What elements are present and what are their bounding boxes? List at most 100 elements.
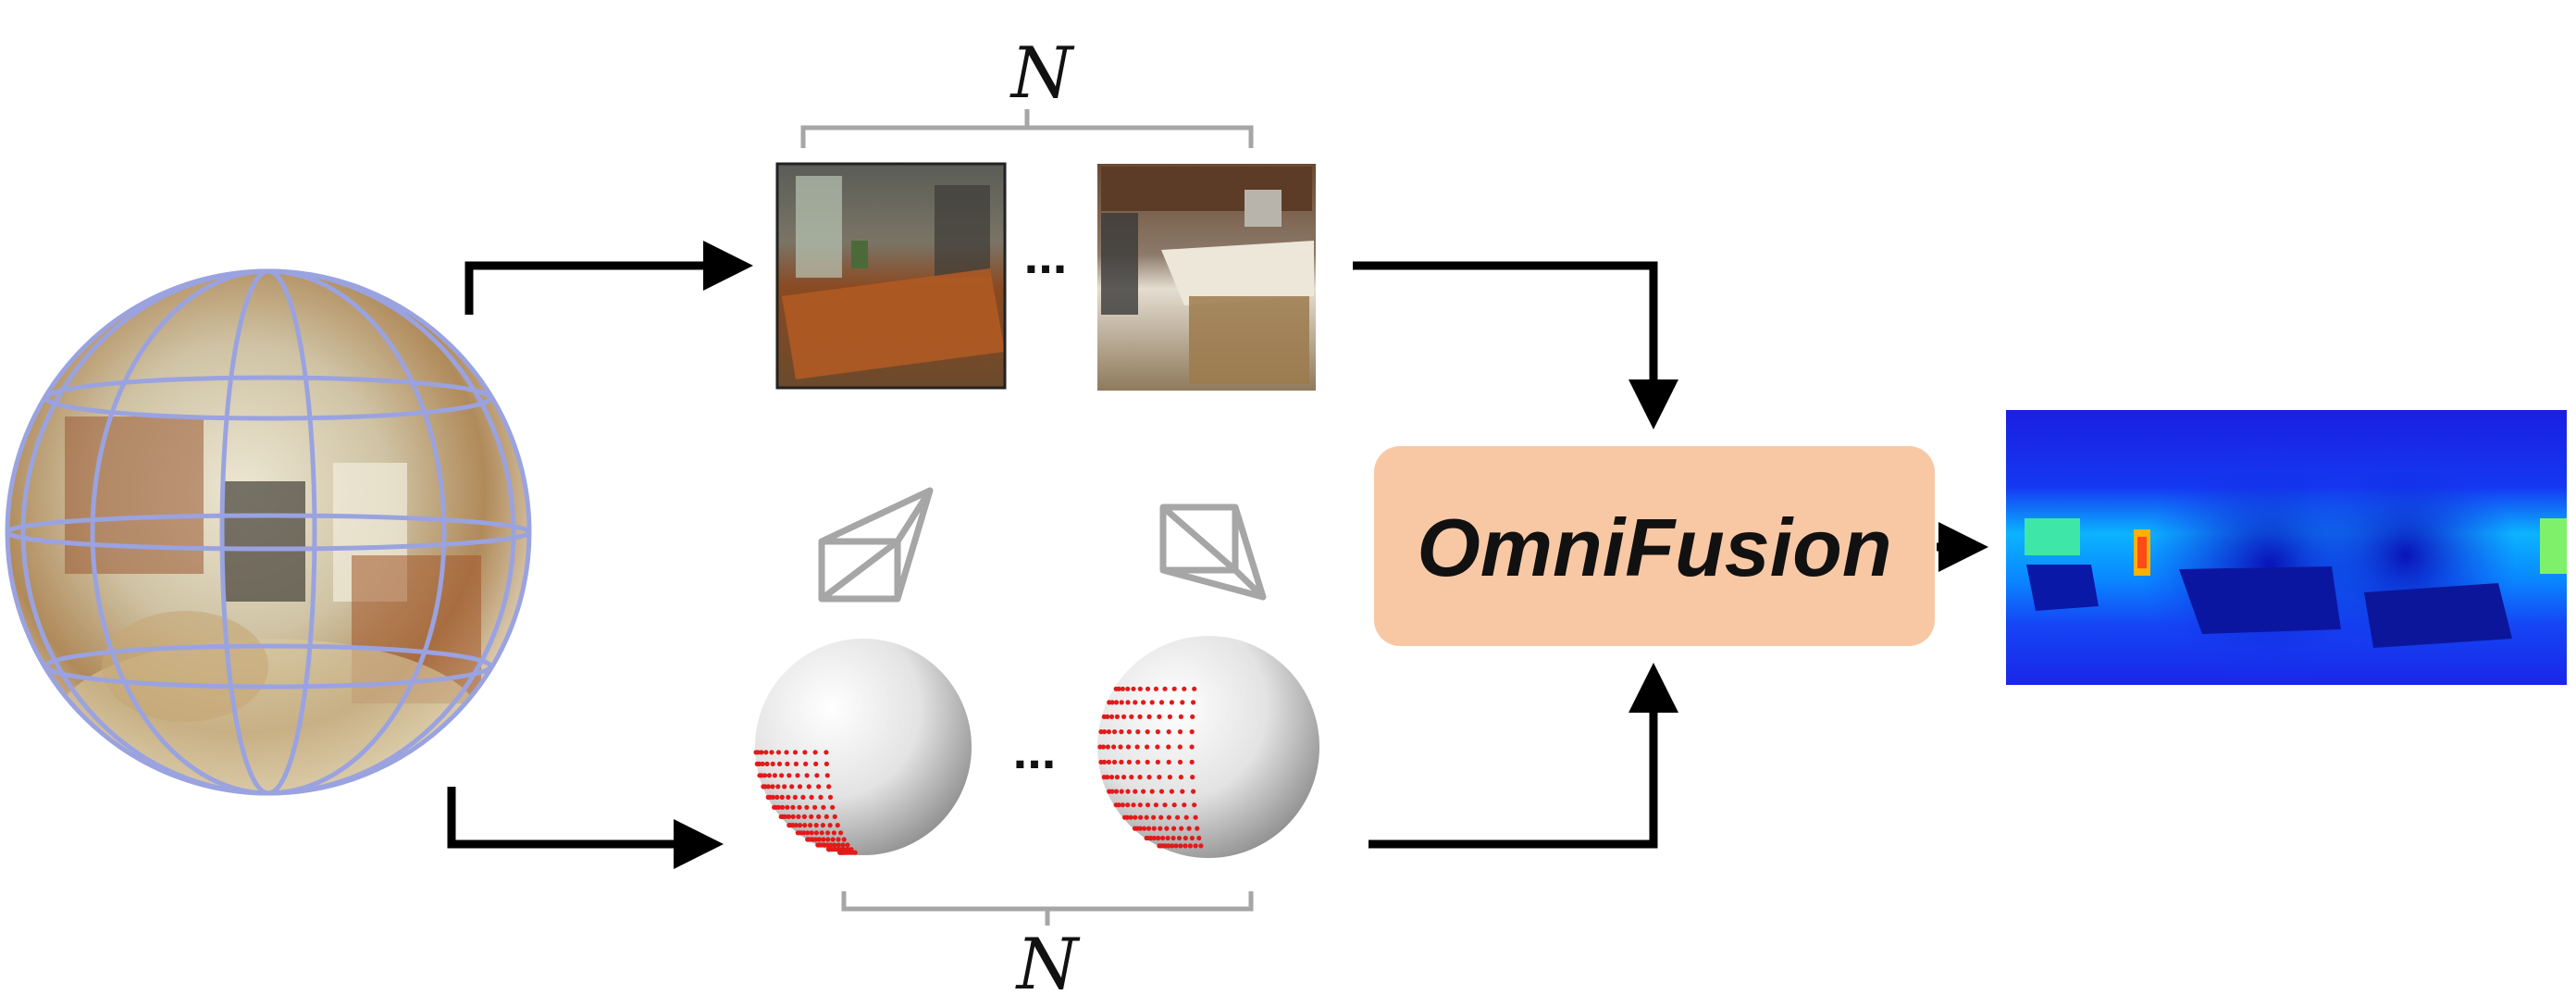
sample-point [813,761,819,767]
sample-point [774,794,780,801]
sample-point [801,830,807,836]
camera-frustum-icon [1159,504,1267,601]
sample-point [1171,802,1177,808]
sphere-with-samples-1 [753,639,972,855]
sample-point [835,823,840,828]
sample-point [1162,686,1168,691]
sample-point [845,842,850,848]
top-bracket-label: N [1009,31,1075,114]
sample-point [1162,802,1168,808]
arrow-to-spheres [447,787,724,869]
sample-point [1192,686,1197,691]
sample-point [779,794,785,801]
sample-point [1166,729,1171,735]
sample-point [786,794,791,801]
sample-point [786,773,792,778]
sample-point [1171,826,1177,831]
sample-point [826,784,832,789]
sample-point [801,814,808,820]
sample-point [1158,789,1165,794]
sample-point [1166,759,1171,765]
sample-point [1190,714,1195,720]
sample-point [775,784,781,789]
sample-point [1134,744,1140,750]
sample-point [1190,775,1195,780]
sample-point [827,823,833,828]
sample-point [1128,814,1133,820]
sample-point [1167,714,1172,720]
sample-point [1145,729,1150,735]
sample-point [1166,814,1171,820]
sample-point [1106,759,1111,765]
sample-point [1133,814,1138,820]
sample-point [812,750,818,755]
sample-point [1141,789,1146,794]
sample-point [1105,744,1110,750]
sample-point [809,814,814,820]
sample-point [1177,729,1183,735]
sample-point [832,814,837,820]
sample-point [803,761,809,767]
sample-point [792,794,799,801]
sample-point [813,823,819,828]
sample-point [1145,686,1151,691]
sample-point [824,842,830,848]
bottom-bracket-label: N [1015,923,1081,1005]
sample-point [759,750,764,755]
sample-point [1114,775,1120,780]
sample-point [1137,714,1143,720]
sample-point [1180,700,1185,705]
sample-point [1157,714,1162,720]
sample-point [1131,686,1136,691]
sample-point [1193,843,1198,849]
sample-point [830,804,836,810]
sample-point [1166,843,1171,849]
sample-point [1133,700,1138,705]
sample-point [1155,744,1160,750]
sample-point [1149,700,1155,705]
sample-point [755,750,761,755]
sample-point [1106,729,1111,735]
sample-point [1182,686,1187,691]
sample-point [1101,729,1108,735]
sample-point [796,814,801,820]
sample-point [1131,802,1136,808]
sample-point [1178,714,1183,720]
sample-point [1177,759,1183,765]
input-panorama-sphere [5,268,532,796]
sample-point [792,750,799,755]
sample-point [1155,759,1160,765]
sample-point [1191,700,1196,705]
sample-point [1148,835,1154,841]
sample-point [793,823,799,828]
sample-point [785,761,790,767]
sample-point [1187,843,1193,849]
sample-point [1165,835,1170,841]
sample-point [1196,835,1202,841]
perspective-view-n [1097,164,1316,391]
arrow-to-perspective-views [464,241,753,315]
sample-point [798,823,803,828]
sample-point [1119,700,1124,705]
sample-point [1145,744,1150,750]
sample-point [836,842,841,848]
sample-point [1177,744,1183,750]
sample-point [1111,729,1118,735]
sample-point [1179,826,1184,831]
sample-point [1141,700,1146,705]
sample-point [824,750,829,755]
sample-point [804,773,810,778]
sample-point [764,761,770,767]
sample-point [1119,759,1124,765]
sample-point [1101,759,1108,765]
sample-point [782,784,787,789]
sample-point [1166,744,1171,750]
sample-point [1121,775,1127,780]
sample-point [1155,729,1160,735]
sample-point [824,814,829,820]
sample-point [1124,814,1130,820]
sample-point [1191,789,1196,794]
sample-point [766,773,773,778]
sample-point [1175,814,1181,820]
sample-point [797,804,802,810]
